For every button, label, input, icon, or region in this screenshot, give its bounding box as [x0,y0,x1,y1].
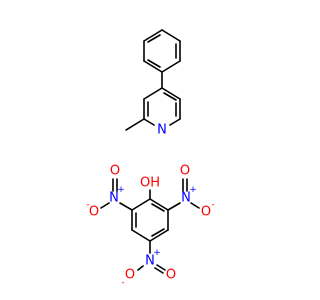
methyl-phenylpyridine-molecule: N [125,29,181,138]
nitro-bottom-nitrogen-label: N [145,254,155,269]
nitro-bottom-nitrogen-charge: + [153,248,161,258]
nitro-right-oxygen-minus-label: O [201,205,211,220]
nitro-right-oxygen-double-label: O [180,164,190,179]
nitro-right-oxygen-charge: - [211,200,214,210]
nitro-left-nitrogen-label: N [109,191,119,206]
nitro-right-nitrogen-label: N [181,191,191,206]
pyridine-ring [143,87,181,126]
nitro-bottom-oxygen-double-label: O [166,268,176,283]
pyridine-nitrogen-label: N [157,123,167,138]
nitro-right-nitrogen-charge: + [189,185,197,195]
nitro-bottom-oxygen-charge: - [121,278,124,288]
picric-benzene-ring [131,198,169,242]
nitro-left-oxygen-charge: - [86,200,89,210]
hydroxyl-label: OH [140,176,160,191]
phenyl-ring [143,29,181,73]
nitro-left-oxygen-double-label: O [110,164,120,179]
picric-acid-molecule: OH N + O O - N + O O - [86,164,214,289]
nitro-left-oxygen-minus-label: O [89,205,99,220]
methyl-bond [125,118,145,131]
structure-canvas: N OH N + O O - [86,29,215,289]
nitro-group-left: N + O O - [86,164,133,220]
nitro-group-right: N + O O - [167,164,215,220]
nitro-left-nitrogen-charge: + [117,185,125,195]
nitro-group-bottom: N + O O - [121,240,176,288]
nitro-bottom-oxygen-minus-label: O [125,268,135,283]
